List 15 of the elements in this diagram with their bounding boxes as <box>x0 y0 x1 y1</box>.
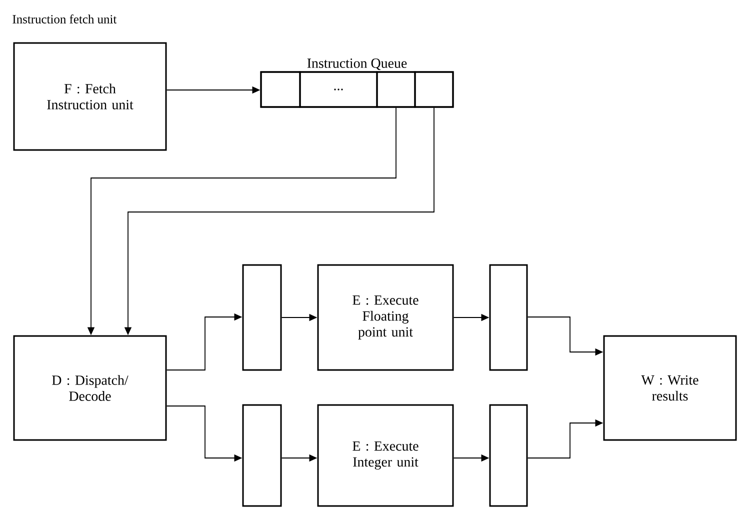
pipeline-register <box>242 404 282 507</box>
heading: Instruction fetch unit <box>12 14 117 24</box>
node-label: Instruction Queue <box>307 58 407 70</box>
execute-unit-box: E : Execute Floating point unit <box>317 264 454 371</box>
queue-slot <box>414 71 454 108</box>
pipeline-register <box>242 264 282 371</box>
queue-slot: ... <box>299 71 378 108</box>
execute-unit-box: E : Execute Integer unit <box>317 404 454 507</box>
write-results-box: W : Write results <box>603 335 737 441</box>
fetch-unit-box: F : Fetch Instruction unit <box>13 42 167 151</box>
dispatch-decode-box: D : Dispatch/ Decode <box>13 335 167 441</box>
pipeline-register <box>489 264 528 371</box>
queue-slot <box>376 71 416 108</box>
queue-slot <box>260 71 301 108</box>
pipeline-register <box>489 404 528 507</box>
